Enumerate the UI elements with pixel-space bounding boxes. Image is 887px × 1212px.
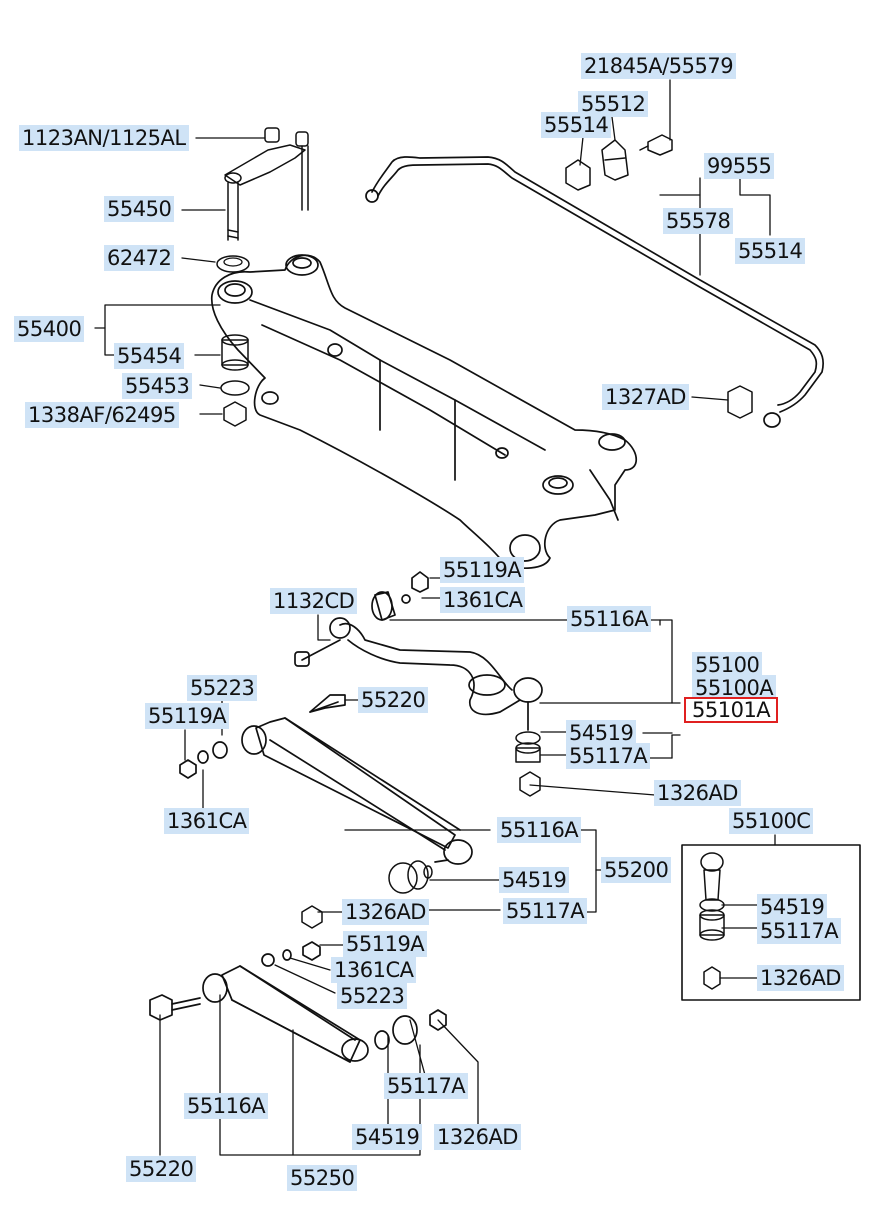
parts-box-55100c [681,844,861,1001]
label-1326ad-d: 1326AD [434,1124,521,1150]
label-55400: 55400 [14,316,85,342]
label-55100: 55100 [692,652,763,678]
label-55116a-b: 55116A [497,817,582,843]
bar-bracket [565,134,673,191]
upper-arm-55100 [294,571,543,731]
label-1361ca: 1361CA [440,587,526,613]
lower-arm-55250 [149,941,447,1063]
label-55116a: 55116A [567,606,652,632]
label-54519-c: 54519 [757,894,828,920]
stabilizer-bar [365,156,825,428]
label-54519-b: 54519 [499,867,570,893]
label-55116a-c: 55116A [184,1093,269,1119]
crossmember [210,254,638,569]
label-1326ad-c: 1326AD [757,965,844,991]
label-21845a-55579: 21845A/55579 [581,53,737,79]
label-55220: 55220 [358,687,429,713]
label-55453: 55453 [122,373,193,399]
label-55454: 55454 [114,343,185,369]
washer-62472 [216,255,250,273]
washer-55453 [220,380,250,396]
nut-1327ad [727,385,753,419]
label-55119a: 55119A [440,557,525,583]
label-99555: 99555 [704,153,775,179]
mount-bracket [224,127,309,241]
label-1326ad-b: 1326AD [342,899,429,925]
bushing-55454 [221,334,249,371]
label-55117a: 55117A [566,743,651,769]
label-55220-b: 55220 [126,1156,197,1182]
label-54519: 54519 [566,720,637,746]
label-55119a-c: 55119A [343,931,428,957]
label-55200: 55200 [601,857,672,883]
label-1326ad: 1326AD [654,780,741,806]
label-1123an-1125al: 1123AN/1125AL [19,125,189,151]
label-55223-b: 55223 [337,983,408,1009]
label-55250: 55250 [287,1165,358,1191]
label-55100c: 55100C [729,808,814,834]
label-55117a-b: 55117A [503,898,588,924]
label-55117a-d: 55117A [384,1073,469,1099]
label-55223: 55223 [187,675,258,701]
label-55512: 55512 [578,91,649,117]
label-55101a-highlighted: 55101A [684,697,779,723]
label-54519-d: 54519 [352,1124,423,1150]
bushing-55117a [388,860,433,894]
label-55119a-b: 55119A [145,703,230,729]
label-55117a-c: 55117A [757,918,842,944]
label-55450: 55450 [104,196,175,222]
lower-arm-55200 [179,694,473,865]
label-55578: 55578 [663,208,734,234]
ball-joint-kit [699,852,725,990]
label-55514-b: 55514 [735,238,806,264]
label-1327ad: 1327AD [602,384,689,410]
label-1132cd: 1132CD [270,588,358,614]
label-55100a: 55100A [692,675,777,701]
nut-62495 [223,401,247,427]
label-1361ca-c: 1361CA [331,957,417,983]
leader-lines [94,79,776,1156]
label-62472: 62472 [104,245,175,271]
label-1361ca-b: 1361CA [164,808,250,834]
label-1338af-62495: 1338AF/62495 [25,402,179,428]
label-55514: 55514 [541,112,612,138]
